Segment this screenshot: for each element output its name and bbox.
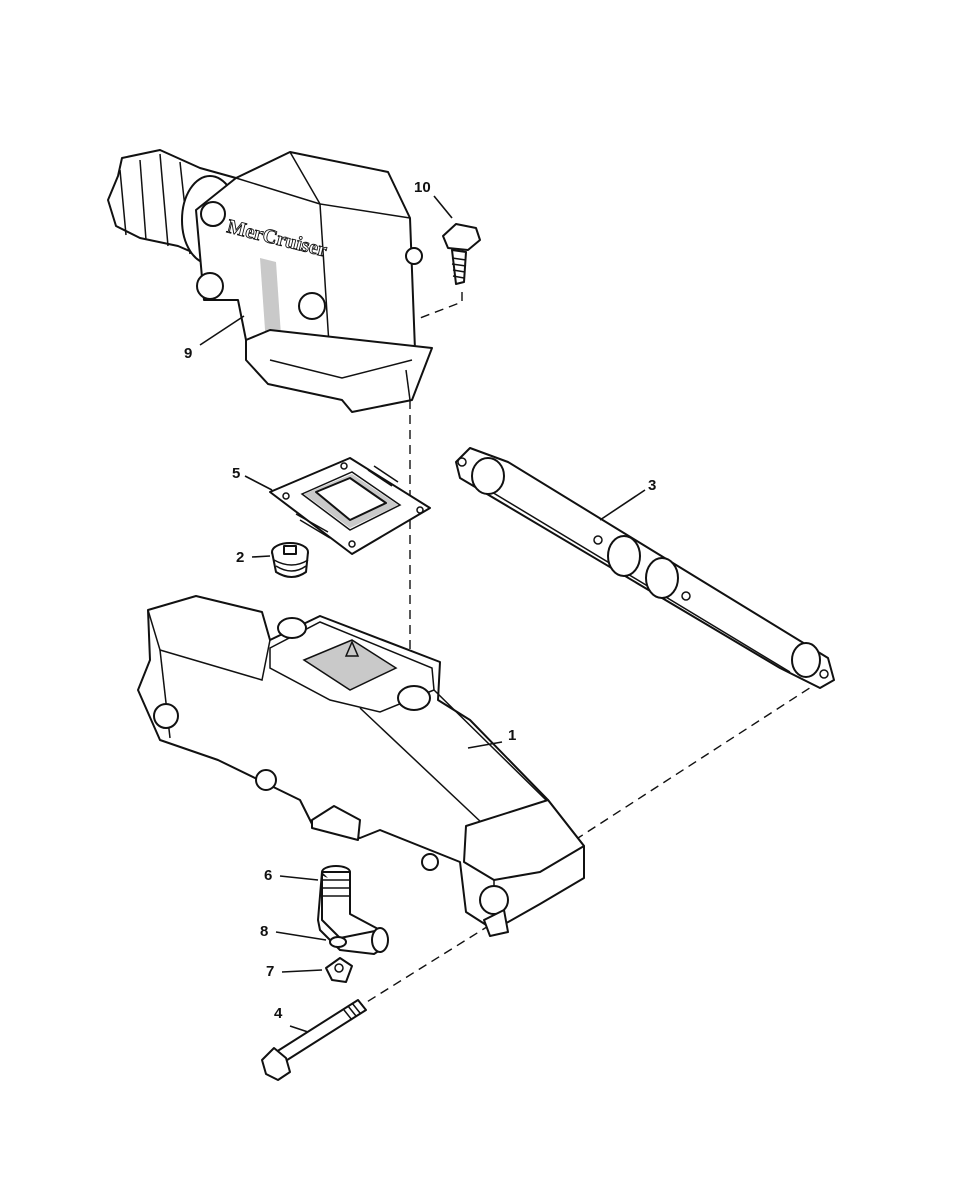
pipe-plug-part-2 [271, 542, 309, 578]
gasket-part-5 [269, 457, 431, 555]
o-ring-part-8 [329, 936, 347, 948]
elbow-fitting-part-6 [317, 865, 389, 955]
manifold-gasket-part-3 [455, 447, 835, 689]
exhaust-elbow-part-9: MerCruiser [107, 149, 433, 413]
callout-8: 8 [260, 923, 268, 940]
callout-2: 2 [236, 549, 244, 566]
callout-10: 10 [414, 179, 431, 196]
leader-lines [199, 195, 646, 1033]
callout-3: 3 [648, 477, 656, 494]
clip-part-7 [325, 957, 353, 983]
callout-9: 9 [184, 345, 192, 362]
callout-4: 4 [274, 1005, 283, 1022]
exhaust-manifold-part-1 [137, 595, 585, 937]
callout-1: 1 [508, 727, 516, 744]
callout-7: 7 [266, 963, 274, 980]
bolt-part-10 [442, 223, 481, 285]
callout-6: 6 [264, 867, 272, 884]
long-bolt-part-4 [261, 999, 367, 1081]
callout-5: 5 [232, 465, 240, 482]
callout-labels: 1 2 3 4 5 6 7 8 9 10 [184, 179, 656, 1022]
